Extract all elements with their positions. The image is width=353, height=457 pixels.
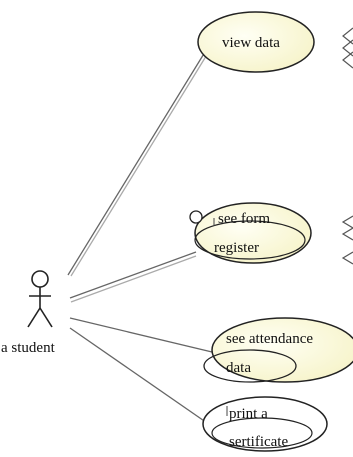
associations xyxy=(67,51,213,426)
use-case-see-attendance-data-label-line1: see attendance xyxy=(226,331,313,347)
use-case-print-a-sertificate-ellipse xyxy=(202,396,328,452)
association-see-attendance-data[interactable] xyxy=(69,317,213,353)
actor-head xyxy=(31,270,49,288)
use-case-see-form-register-label-line2: register xyxy=(214,240,259,256)
use-case-print-a-sertificate-label-line1: print a xyxy=(229,406,268,422)
actor-left-leg xyxy=(27,307,41,328)
port-circle-icon xyxy=(189,210,203,224)
use-case-print-a-sertificate-inner-ellipse xyxy=(211,417,313,449)
actor-right-leg xyxy=(39,307,53,328)
association-view-data[interactable] xyxy=(67,51,206,276)
association-view-data-shadow xyxy=(70,52,209,277)
use-case-see-form-register-shadow-ellipse xyxy=(194,220,306,260)
use-case-see-form-register-label-line1: see form xyxy=(218,211,270,227)
use-case-print-a-sertificate[interactable]: print a sertificate xyxy=(202,396,328,452)
use-case-view-data-label: view data xyxy=(222,35,280,51)
use-case-see-form-register[interactable]: see form register xyxy=(189,202,353,265)
actor-label: a student xyxy=(1,340,56,356)
use-case-see-attendance-data-ellipse xyxy=(211,317,353,383)
clipped-connectors-view-data xyxy=(342,27,353,69)
use-case-print-a-sertificate-label-line2: sertificate xyxy=(229,434,288,450)
use-case-view-data[interactable]: view data xyxy=(197,11,353,73)
association-print-a-sertificate[interactable] xyxy=(69,327,211,426)
use-case-see-form-register-ellipse xyxy=(194,202,312,264)
use-case-see-attendance-data[interactable]: see attendance data xyxy=(203,317,353,383)
association-see-form-register[interactable] xyxy=(69,251,197,299)
use-case-see-attendance-data-shadow-ellipse xyxy=(203,349,297,383)
association-see-form-register-shadow xyxy=(70,255,197,303)
use-case-see-attendance-data-label-line2: data xyxy=(226,360,251,376)
clipped-connectors-see-form-register xyxy=(341,215,353,265)
use-case-view-data-ellipse xyxy=(197,11,315,73)
actor-stick-figure[interactable] xyxy=(27,270,53,328)
